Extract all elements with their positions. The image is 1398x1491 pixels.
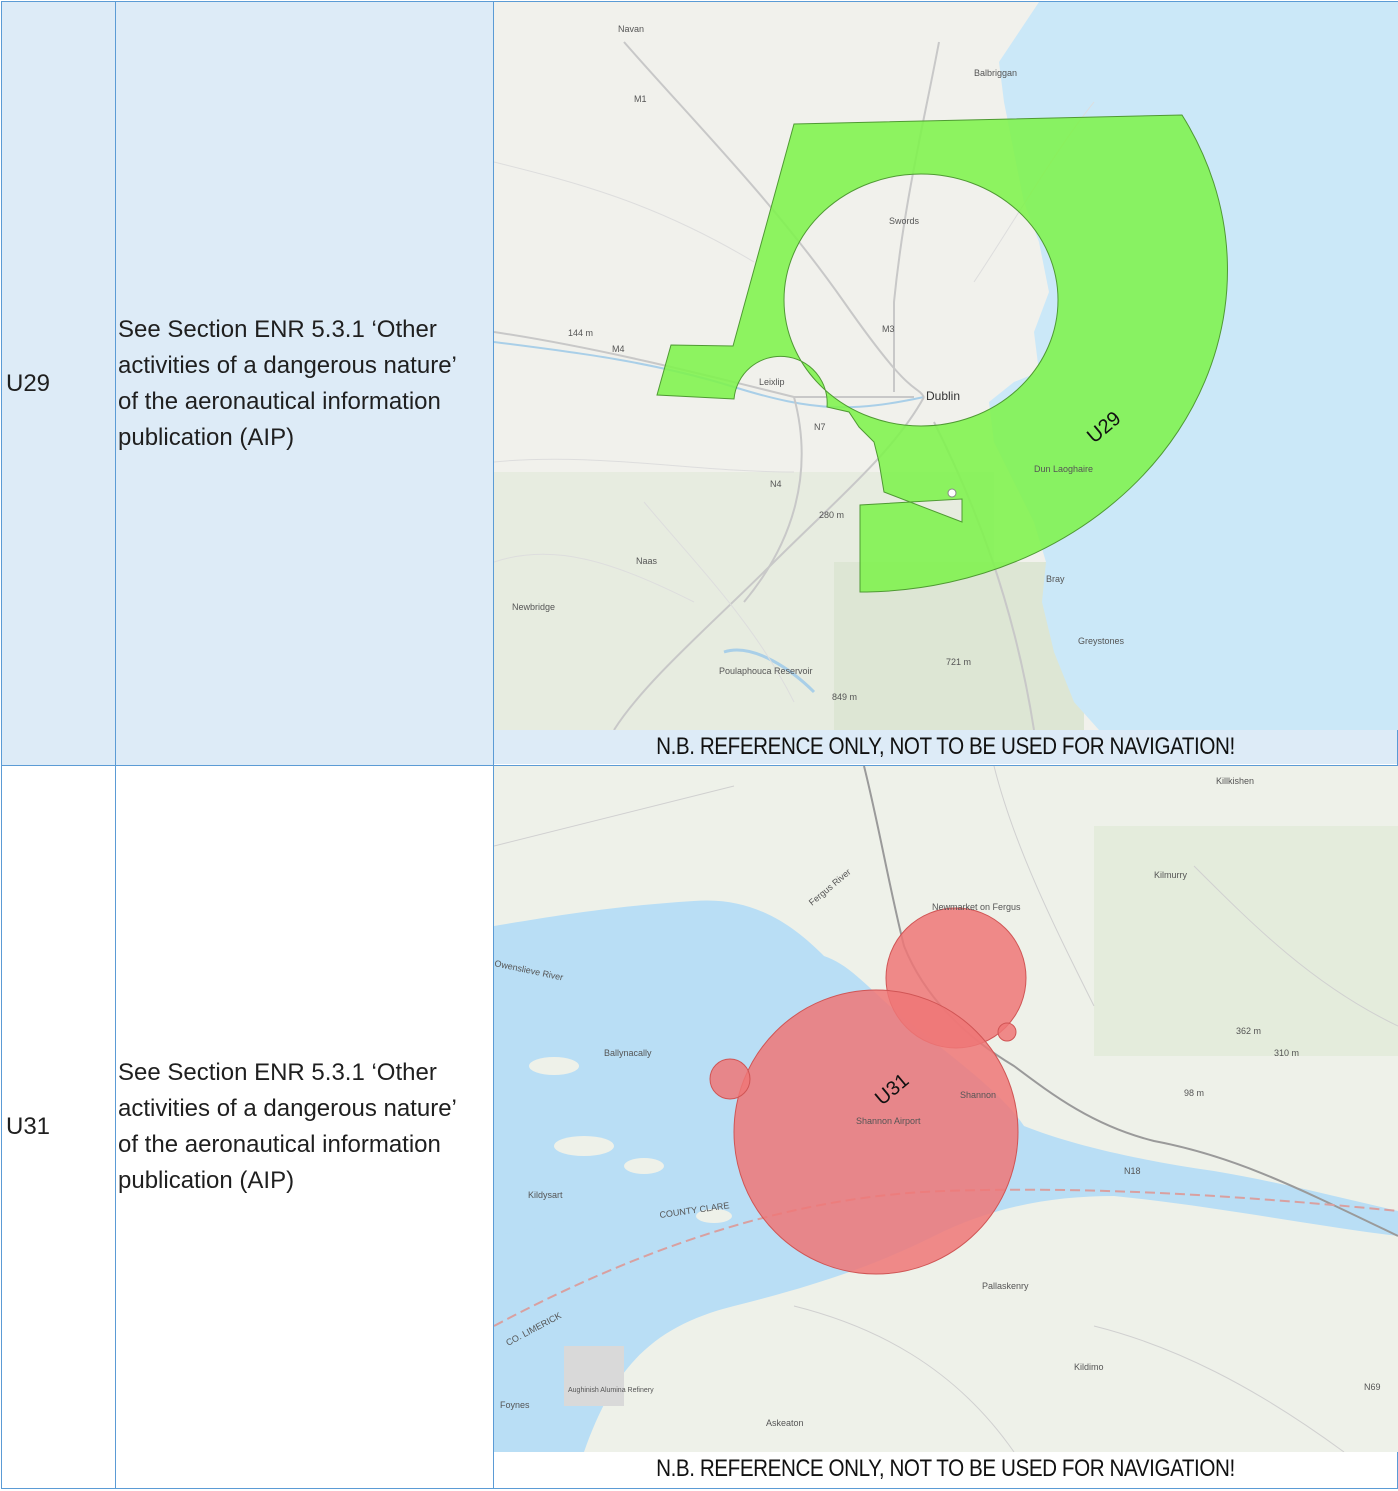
map-place-label: Navan [618, 24, 644, 34]
map-place-label: 144 m [568, 328, 593, 338]
map-place-label: Bray [1046, 574, 1065, 584]
map-place-label: Naas [636, 556, 658, 566]
map-dublin: Navan Balbriggan Swords Leixlip Naas New… [494, 2, 1398, 730]
map-place-label: M1 [634, 94, 647, 104]
zone-map: Navan Balbriggan Swords Leixlip Naas New… [494, 2, 1398, 730]
map-place-label: Newmarket on Fergus [932, 902, 1021, 912]
map-place-label: Shannon [960, 1090, 996, 1100]
map-place-label: M4 [612, 344, 625, 354]
map-place-label: Swords [889, 216, 920, 226]
zone-description: See Section ENR 5.3.1 ‘Other activities … [118, 1059, 456, 1194]
map-place-label: Ballynacally [604, 1048, 652, 1058]
map-place-label: 280 m [819, 510, 844, 520]
map-place-label: N7 [814, 422, 826, 432]
zone-map: Killkishen Kilmurry Newmarket on Fergus … [494, 766, 1398, 1452]
map-place-label: N69 [1364, 1382, 1381, 1392]
map-place-label: Leixlip [759, 377, 785, 387]
navigation-disclaimer: N.B. REFERENCE ONLY, NOT TO BE USED FOR … [656, 1455, 1235, 1482]
map-place-label: Foynes [500, 1400, 530, 1410]
navigation-disclaimer: N.B. REFERENCE ONLY, NOT TO BE USED FOR … [494, 730, 1397, 764]
map-city-label: Dublin [926, 389, 960, 403]
map-place-label: Greystones [1078, 636, 1125, 646]
zone-map-cell: Killkishen Kilmurry Newmarket on Fergus … [493, 765, 1398, 1489]
map-place-label: 362 m [1236, 1026, 1261, 1036]
zone-id-cell: U31 [1, 765, 116, 1489]
map-place-label: 98 m [1184, 1088, 1204, 1098]
map-place-label: N18 [1124, 1166, 1141, 1176]
zone-id: U31 [6, 1113, 51, 1140]
map-place-label: 310 m [1274, 1048, 1299, 1058]
table-row: U29 See Section ENR 5.3.1 ‘Other activit… [1, 1, 1398, 766]
map-place-label: N4 [770, 479, 782, 489]
map-place-label: Pallaskenry [982, 1281, 1029, 1291]
map-place-label: Dun Laoghaire [1034, 464, 1093, 474]
zone-map-cell: Navan Balbriggan Swords Leixlip Naas New… [493, 1, 1398, 766]
map-place-label: Poulaphouca Reservoir [719, 666, 813, 676]
map-place-label: Balbriggan [974, 68, 1017, 78]
map-place-label: Kildysart [528, 1190, 563, 1200]
map-place-label: Aughinish Alumina Refinery [568, 1387, 654, 1394]
zone-description-cell: See Section ENR 5.3.1 ‘Other activities … [115, 765, 494, 1489]
zone-description: See Section ENR 5.3.1 ‘Other activities … [118, 315, 456, 451]
map-place-label: Shannon Airport [856, 1116, 921, 1126]
zone-description-cell: See Section ENR 5.3.1 ‘Other activities … [115, 1, 494, 766]
table-row: U31 See Section ENR 5.3.1 ‘Other activit… [1, 765, 1398, 1489]
map-place-label: Kilmurry [1154, 870, 1187, 880]
map-place-label: Askeaton [766, 1418, 804, 1428]
map-place-label: 849 m [832, 692, 857, 702]
zone-id-cell: U29 [1, 1, 116, 766]
map-place-label: 721 m [946, 657, 971, 667]
map-place-label: Newbridge [512, 602, 555, 612]
map-place-label: Kildimo [1074, 1362, 1104, 1372]
zone-id: U29 [6, 369, 51, 397]
map-place-label: M3 [882, 324, 895, 334]
map-shannon: Killkishen Kilmurry Newmarket on Fergus … [494, 766, 1398, 1452]
map-place-label: Killkishen [1216, 776, 1254, 786]
